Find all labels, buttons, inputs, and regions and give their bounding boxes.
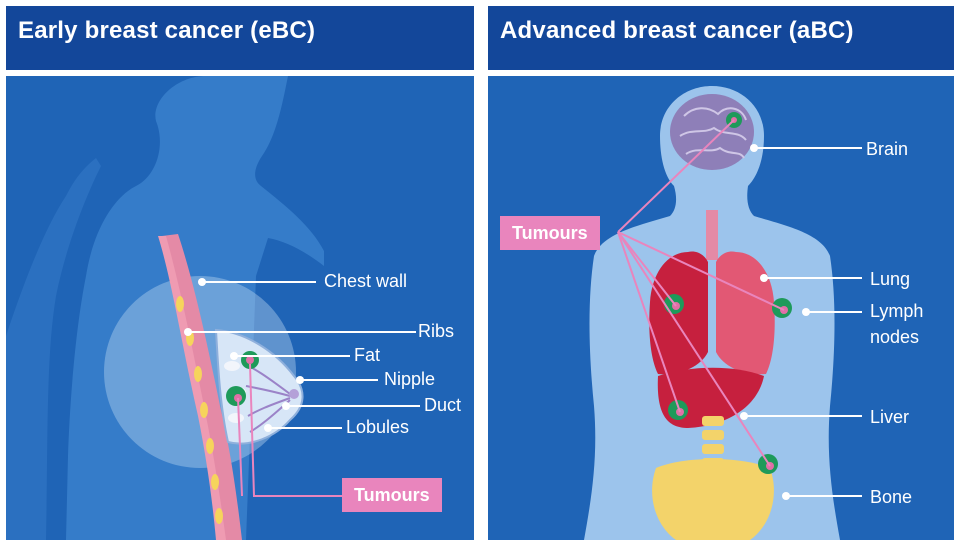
early-breast-cancer-panel: Early breast cancer (eBC) (6, 6, 474, 540)
left-header: Early breast cancer (eBC) (6, 6, 474, 70)
back-silhouette (6, 158, 101, 540)
right-lung (716, 251, 775, 375)
right-header: Advanced breast cancer (aBC) (488, 6, 954, 70)
label-bone: Bone (870, 487, 913, 507)
label-lymph-nodes-line1: Lymph (870, 301, 924, 321)
label-brain: Brain (866, 139, 909, 159)
right-title: Advanced breast cancer (aBC) (500, 17, 854, 44)
label-ribs: Ribs (418, 321, 455, 341)
label-nipple: Nipple (384, 369, 436, 389)
ribs-band (158, 236, 226, 540)
tumour-pointer-lines (237, 363, 342, 497)
leader-dots (184, 278, 304, 432)
advanced-breast-cancer-panel: Advanced breast cancer (aBC) (488, 6, 954, 540)
label-fat: Fat (354, 345, 381, 365)
left-title: Early breast cancer (eBC) (18, 17, 316, 44)
label-chest-wall: Chest wall (324, 271, 408, 291)
left-lung (649, 251, 708, 375)
brain (670, 94, 754, 170)
body-metastasis-illustration (584, 86, 862, 540)
trachea (706, 210, 718, 260)
label-duct: Duct (424, 395, 462, 415)
label-lymph-nodes-line2: nodes (870, 327, 920, 347)
label-liver: Liver (870, 407, 910, 427)
tumours-tag-left: Tumours (342, 478, 442, 512)
label-lobules: Lobules (346, 417, 410, 437)
leader-dots (740, 144, 810, 500)
leader-lines (188, 281, 420, 429)
leader-lines (744, 147, 862, 497)
right-illustration-area: Tumours Brain Lung Lymph nodes Liver Bon… (488, 76, 954, 540)
left-illustration-area: Chest wall Ribs Fat Nipple Duct Lobules … (6, 76, 474, 540)
label-lung: Lung (870, 269, 911, 289)
tumours-tag-right: Tumours (500, 216, 600, 250)
body-silhouette (584, 86, 840, 540)
pelvis (652, 459, 774, 540)
breast-cross-section-illustration (6, 76, 420, 540)
rib-marks (176, 296, 223, 524)
nipple (289, 389, 299, 399)
tumour-pointer-lines (617, 119, 785, 467)
